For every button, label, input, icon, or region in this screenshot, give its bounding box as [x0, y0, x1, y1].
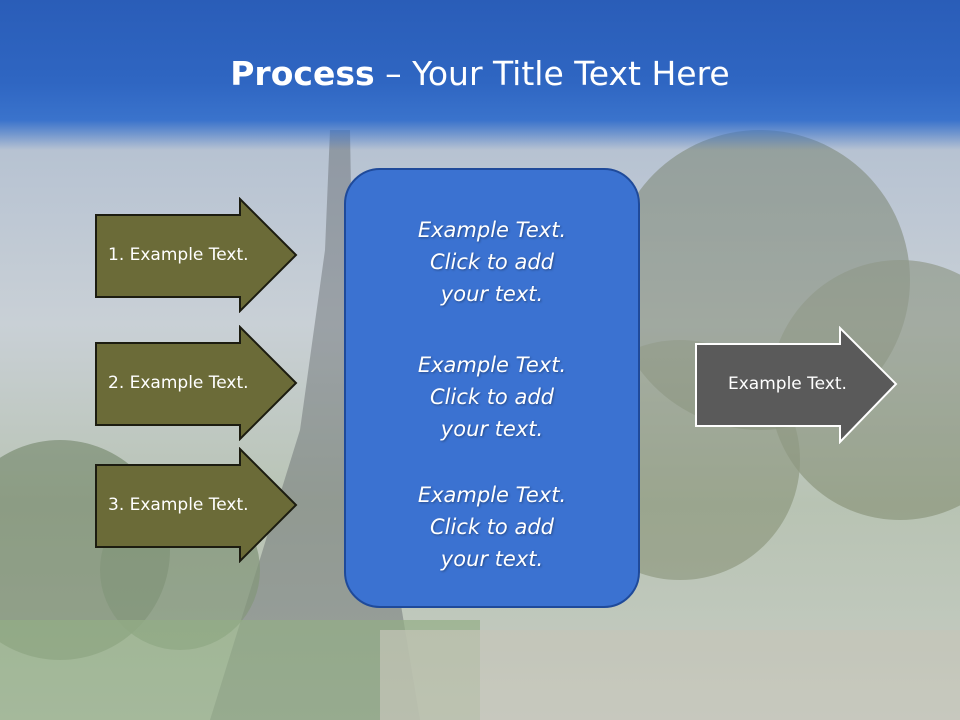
arrow-shape	[95, 446, 298, 564]
title-bold: Process	[230, 54, 375, 93]
center-line: your text.	[440, 417, 544, 441]
title-rest: – Your Title Text Here	[374, 54, 730, 93]
center-line: your text.	[440, 282, 544, 306]
left-arrow-label: 2. Example Text.	[108, 373, 249, 393]
center-line: Example Text.	[417, 483, 567, 507]
left-arrow-1[interactable]: 1. Example Text.	[94, 196, 300, 314]
left-arrow-label: 1. Example Text.	[108, 245, 249, 265]
title-bar	[0, 0, 960, 150]
center-line: Click to add	[429, 385, 554, 409]
right-arrow[interactable]: Example Text.	[694, 325, 900, 445]
path-shape	[380, 630, 960, 720]
arrow-shape	[95, 196, 298, 314]
center-line: Example Text.	[417, 353, 567, 377]
center-text-block-3: Example Text. Click to add your text.	[346, 479, 638, 575]
arrow-shape	[695, 325, 898, 445]
center-line: Example Text.	[417, 218, 567, 242]
right-arrow-label: Example Text.	[728, 374, 847, 394]
left-arrow-label: 3. Example Text.	[108, 495, 249, 515]
center-text-block-1: Example Text. Click to add your text.	[346, 214, 638, 310]
left-arrow-2[interactable]: 2. Example Text.	[94, 324, 300, 442]
arrow-shape	[95, 324, 298, 442]
left-arrow-3[interactable]: 3. Example Text.	[94, 446, 300, 564]
center-line: Click to add	[429, 515, 554, 539]
center-line: Click to add	[429, 250, 554, 274]
lawn-shape	[0, 620, 480, 720]
slide-title[interactable]: Process – Your Title Text Here	[0, 52, 960, 96]
center-text-box[interactable]: Example Text. Click to add your text. Ex…	[344, 168, 640, 608]
center-text-block-2: Example Text. Click to add your text.	[346, 349, 638, 445]
center-line: your text.	[440, 547, 544, 571]
